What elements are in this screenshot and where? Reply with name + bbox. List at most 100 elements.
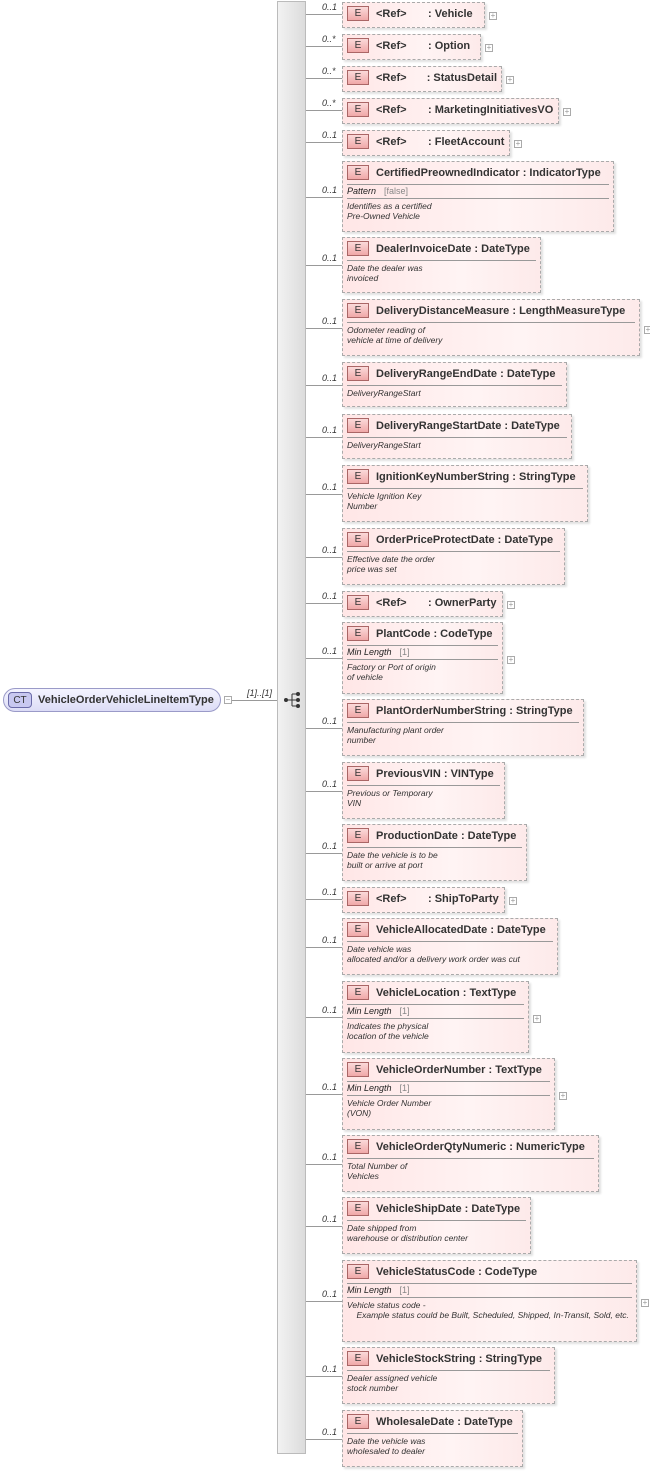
expand-button[interactable]: + [489,11,497,20]
element-name: ProductionDate : DateType [376,829,517,842]
element-badge: E [347,703,369,718]
element-multiplicity: 0..1 [322,716,338,726]
documentation: DeliveryRangeStart [347,437,567,450]
element-name: : OwnerParty [428,596,497,609]
collapse-button[interactable]: − [224,695,232,704]
connector-line [306,197,342,198]
facet-label: Min Length [347,1006,392,1016]
expand-button[interactable]: + [563,107,571,116]
element-badge: E [347,626,369,641]
element-badge: E [347,1201,369,1216]
element-multiplicity: 0..1 [322,1152,338,1162]
ref-label: <Ref> [376,71,407,84]
facet-label: Min Length [347,1083,392,1093]
expand-button[interactable]: + [485,43,493,52]
facet-value: [false] [384,186,409,196]
element-name: : StatusDetail [426,71,497,84]
connector-line [232,700,277,701]
element-node[interactable]: E<Ref>: MarketingInitiativesVO [342,98,559,124]
documentation: Date the dealer was invoiced [347,260,536,283]
ref-label: <Ref> [376,7,407,20]
connector-line [306,437,342,438]
documentation: Manufacturing plant order number [347,722,579,745]
expand-button[interactable]: + [507,600,515,609]
facet-label: Min Length [347,647,392,657]
element-badge: E [347,766,369,781]
expand-button[interactable]: + [559,1091,567,1100]
element-node[interactable]: E<Ref>: ShipToParty [342,887,505,913]
element-name: VehicleAllocatedDate : DateType [376,923,546,936]
element-badge: E [347,1139,369,1154]
element-badge: E [347,1264,369,1279]
element-multiplicity: 0..* [322,98,336,108]
element-node[interactable]: E<Ref>: FleetAccount [342,130,510,156]
connector-line [306,1376,342,1377]
element-badge: E [347,241,369,256]
element-name: VehicleStockString : StringType [376,1352,543,1365]
element-badge: E [347,469,369,484]
element-multiplicity: 0..1 [322,130,338,140]
element-node[interactable]: E<Ref>: OwnerParty [342,591,503,617]
element-name: : FleetAccount [428,135,505,148]
expand-button[interactable]: + [533,1014,541,1023]
element-node[interactable]: E<Ref>: Vehicle [342,2,485,28]
element-multiplicity: 0..1 [322,935,338,945]
connector-line [306,46,342,47]
expand-button[interactable]: + [514,139,522,148]
connector-line [306,1017,342,1018]
documentation: Previous or Temporary VIN [347,785,500,808]
documentation: Total Number of Vehicles [347,1158,594,1181]
element-name: PreviousVIN : VINType [376,767,494,780]
element-name: WholesaleDate : DateType [376,1415,513,1428]
element-node[interactable]: E<Ref>: Option [342,34,481,60]
connector-line [306,142,342,143]
element-name: DealerInvoiceDate : DateType [376,242,530,255]
documentation: Odometer reading of vehicle at time of d… [347,322,635,345]
expand-button[interactable]: + [509,896,517,905]
element-name: : ShipToParty [428,892,499,905]
connector-line [306,110,342,111]
element-name: CertifiedPreownedIndicator : IndicatorTy… [376,166,601,179]
element-name: IgnitionKeyNumberString : StringType [376,470,576,483]
documentation: Vehicle Order Number (VON) [347,1095,550,1118]
expand-button[interactable]: + [644,325,650,334]
element-node[interactable]: E<Ref>: StatusDetail [342,66,502,92]
connector-line [306,78,342,79]
expand-button[interactable]: + [506,75,514,84]
sequence-icon [284,692,300,708]
complex-type-badge: CT [8,692,32,708]
element-node[interactable]: E CertifiedPreownedIndicator : IndicatorT… [342,161,614,232]
element-multiplicity: 0..* [322,66,336,76]
complex-type-node[interactable]: CT VehicleOrderVehicleLineItemType [3,688,221,712]
facet-label: Min Length [347,1285,392,1295]
expand-button[interactable]: + [641,1298,649,1307]
connector-line [306,899,342,900]
element-multiplicity: 0..1 [322,1427,338,1437]
connector-line [306,265,342,266]
expand-button[interactable]: + [507,655,515,664]
element-badge: E [347,165,369,180]
connector-line [306,494,342,495]
sequence-compositor-bar[interactable] [277,1,306,1454]
documentation: DeliveryRangeStart [347,385,562,398]
element-multiplicity: 0..1 [322,316,338,326]
element-name: OrderPriceProtectDate : DateType [376,533,554,546]
